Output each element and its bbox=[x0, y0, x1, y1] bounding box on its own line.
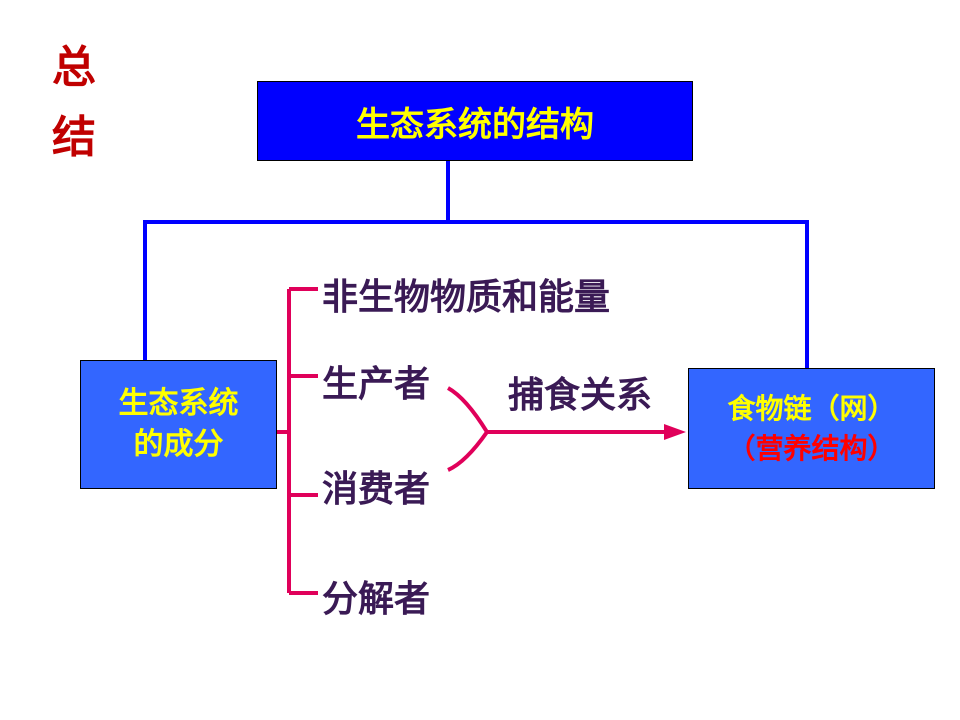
merge-arrow bbox=[446, 386, 668, 472]
component-bracket bbox=[277, 287, 318, 595]
components-box-line-1: 生态系统 bbox=[118, 386, 239, 421]
structure-connectors bbox=[143, 161, 809, 368]
food-chain-line-2: （营养结构） bbox=[727, 431, 896, 465]
merge-upper-line bbox=[446, 386, 489, 434]
components-box-line-2: 的成分 bbox=[133, 426, 224, 462]
component-consumer: 消费者 bbox=[322, 469, 431, 510]
component-producer: 生产者 bbox=[322, 364, 431, 405]
predation-relation-label: 捕食关系 bbox=[508, 375, 653, 416]
component-abiotic: 非生物物质和能量 bbox=[322, 277, 611, 318]
ecosystem-components-box: 生态系统 的成分 bbox=[80, 360, 277, 489]
food-chain-box: 食物链（网） （营养结构） bbox=[688, 368, 935, 489]
summary-char-2: 结 bbox=[52, 112, 96, 163]
summary-char-1: 总 bbox=[52, 42, 96, 93]
component-decomposer: 分解者 bbox=[322, 579, 431, 620]
arrow-head bbox=[664, 424, 686, 440]
merge-lower-line bbox=[447, 430, 489, 472]
food-chain-line-1: 食物链（网） bbox=[727, 392, 896, 426]
ecosystem-structure-box: 生态系统的结构 bbox=[257, 81, 693, 161]
ecosystem-structure-label: 生态系统的结构 bbox=[356, 104, 594, 145]
